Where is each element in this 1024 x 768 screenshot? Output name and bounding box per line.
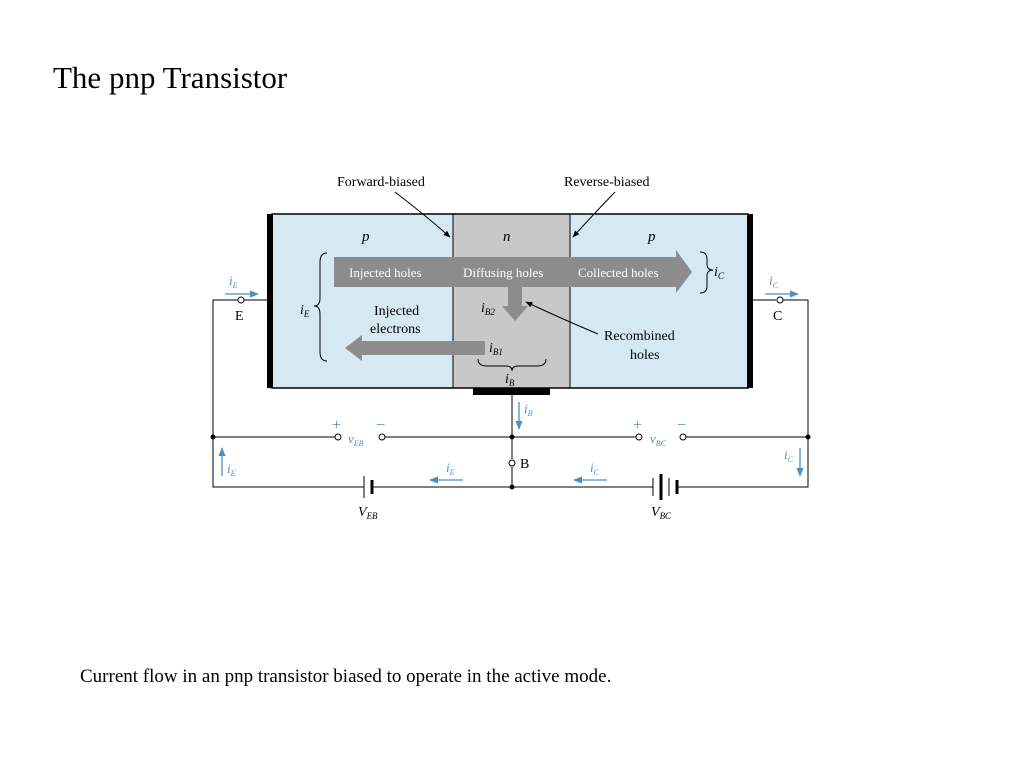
vbc-plus-sign: + xyxy=(633,417,642,434)
collector-contact xyxy=(747,214,753,388)
vbc-voltage-label: vBC xyxy=(650,431,667,448)
collector-region xyxy=(570,214,748,388)
recombined-pointer xyxy=(525,301,599,335)
base-terminal-label: B xyxy=(520,457,529,472)
collector-region-label: p xyxy=(647,229,656,245)
ib1-label: iB1 xyxy=(489,341,503,357)
vbc-battery-label: VBC xyxy=(651,505,672,521)
recombined-holes-label-2: holes xyxy=(630,348,660,363)
figure-caption: Current flow in an pnp transistor biased… xyxy=(80,666,612,687)
emitter-region-label: p xyxy=(361,229,370,245)
electron-flow-arrow xyxy=(345,335,485,361)
ie-top-label: iE xyxy=(229,273,238,290)
veb-plus-terminal xyxy=(334,433,342,441)
emitter-terminal xyxy=(237,296,245,304)
emitter-terminal-label: E xyxy=(235,309,244,324)
ie-inner-label: iE xyxy=(300,303,310,319)
collector-current-brace xyxy=(699,251,714,294)
veb-battery-icon xyxy=(363,476,374,498)
veb-voltage-label: vEB xyxy=(348,431,364,448)
emitter-contact xyxy=(267,214,273,388)
vbc-battery-icon xyxy=(652,474,679,500)
collected-holes-label: Collected holes xyxy=(578,265,659,280)
vbc-minus-terminal xyxy=(679,433,687,441)
injected-holes-label: Injected holes xyxy=(349,265,422,280)
veb-battery-label: VEB xyxy=(358,505,378,521)
injected-electrons-label-1: Injected xyxy=(374,304,419,319)
injected-electrons-label-2: electrons xyxy=(370,322,421,337)
emitter-current-brace xyxy=(313,252,328,362)
veb-minus-sign: − xyxy=(376,417,385,434)
base-recombination-arrow xyxy=(502,287,528,321)
ic-top-label: iC xyxy=(769,273,779,290)
ib-inner-label: iB xyxy=(505,372,515,388)
base-contact xyxy=(473,388,550,395)
veb-minus-terminal xyxy=(378,433,386,441)
emitter-region xyxy=(272,214,453,388)
recombined-holes-label-1: Recombined xyxy=(604,329,675,344)
ic-right-label: iC xyxy=(784,447,794,464)
base-terminal xyxy=(508,459,516,467)
forward-biased-pointer xyxy=(394,191,451,238)
base-region-label: n xyxy=(503,229,511,245)
ie-left-label: iE xyxy=(227,461,236,478)
ic-inner-label: iC xyxy=(714,265,725,281)
ib-outer-label: iB xyxy=(524,401,533,418)
vbc-plus-terminal xyxy=(635,433,643,441)
base-current-brace xyxy=(477,358,547,372)
slide-title: The pnp Transistor xyxy=(53,60,288,95)
hole-flow-arrow xyxy=(334,250,692,293)
ib2-label: iB2 xyxy=(481,301,495,317)
collector-terminal xyxy=(776,296,784,304)
veb-plus-sign: + xyxy=(332,417,341,434)
collector-terminal-label: C xyxy=(773,309,782,324)
reverse-biased-label: Reverse-biased xyxy=(564,175,650,190)
ie-bottom-label: iE xyxy=(446,460,455,477)
vbc-minus-sign: − xyxy=(677,417,686,434)
reverse-biased-pointer xyxy=(572,191,616,238)
diffusing-holes-label: Diffusing holes xyxy=(463,265,543,280)
forward-biased-label: Forward-biased xyxy=(337,175,425,190)
junction-dots xyxy=(210,434,811,490)
ic-bottom-label: iC xyxy=(590,460,600,477)
